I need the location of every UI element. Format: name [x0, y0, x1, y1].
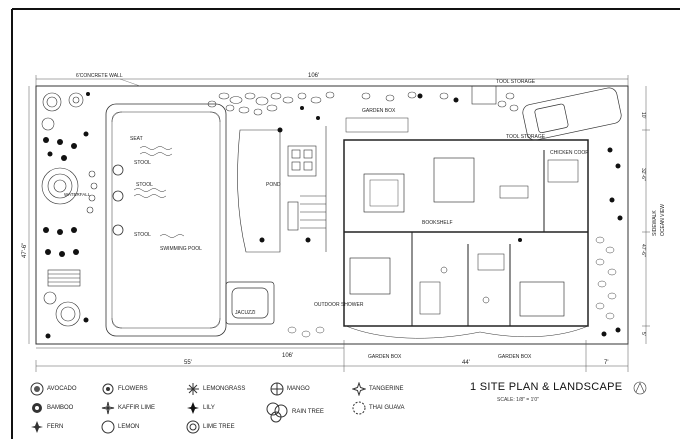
bottom-dimension-mid: 44' [462, 360, 470, 366]
legend-item-lily: LILY [186, 401, 215, 415]
top-dimension-label: 106' [308, 73, 319, 79]
right-shrubs [259, 93, 623, 337]
right-dimension-3: 47'-6" [640, 244, 646, 257]
garden-box-bottom-label-1: GARDEN BOX [368, 354, 402, 360]
legend-label: TANGERINE [369, 386, 404, 392]
bottom-dimension-left: 55' [184, 360, 192, 366]
sheet-border [11, 8, 680, 439]
outdoor-shower-label: OUTDOOR SHOWER [314, 302, 364, 308]
legend-label: LEMON [118, 424, 140, 430]
tool-storage-top-label: TOOL STORAGE [496, 79, 536, 85]
legend-item-mango: MANGO [270, 382, 310, 396]
mango-icon [270, 382, 284, 396]
legend-item-rain-tree: RAIN TREE [265, 401, 324, 423]
tangerine-icon [352, 382, 366, 396]
rain-tree-icon [266, 402, 288, 423]
legend-label: FLOWERS [118, 386, 148, 392]
lemongrass-icon [187, 383, 199, 395]
garden-box-top-label: GARDEN BOX [362, 108, 396, 114]
property-boundary [35, 85, 629, 345]
right-stones [287, 236, 617, 338]
house [343, 139, 589, 327]
ocean-view-label: OCEAN VIEW [660, 204, 666, 236]
lily-icon [187, 402, 199, 414]
legend-label: KAFFIR LIME [118, 405, 156, 411]
jacuzzi [225, 281, 275, 325]
right-dimension-4: 5' [640, 332, 646, 336]
legend-label: FERN [47, 424, 64, 430]
legend-item-flowers: FLOWERS [101, 382, 148, 396]
chicken-coop-label: CHICKEN COOP [550, 150, 589, 156]
right-dimension-2: 32'-6" [640, 168, 646, 181]
top-dimension [35, 75, 629, 86]
tool-storage-mid-label: TOOL STORAGE [506, 134, 546, 140]
legend-item-lemongrass: LEMONGRASS [186, 382, 245, 396]
legend-label: LILY [203, 405, 215, 411]
legend-label: AVOCADO [47, 386, 77, 392]
legend-label: LIME TREE [203, 424, 235, 430]
legend-item-lemon: LEMON [101, 420, 139, 434]
wall-label: 6'CONCRETE WALL [76, 73, 123, 79]
left-dimension-label: 47'-6" [22, 243, 28, 258]
jacuzzi-label: JACUZZI [235, 310, 256, 316]
legend-label: BAMBOO [47, 405, 74, 411]
legend-item-thai-guava: THAI GUAVA [352, 401, 404, 415]
stone-path [207, 91, 519, 116]
garden-box-bottom-label-2: GARDEN BOX [498, 354, 532, 360]
left-garden [41, 92, 98, 327]
legend-item-tangerine: TANGERINE [352, 382, 404, 396]
sidewalk-label: SIDEWALK [652, 210, 658, 236]
seat-label: SEAT [130, 136, 143, 142]
bottom-dimension [35, 340, 629, 372]
legend-item-kaffir-lime: KAFFIR LIME [101, 401, 155, 415]
car [522, 87, 622, 141]
right-dimension [642, 86, 650, 344]
swimming-pool [105, 103, 227, 337]
bottom-dimension-inner: 106' [282, 353, 293, 359]
drawing-title: 1 SITE PLAN & LANDSCAPE [470, 381, 623, 393]
legend-label: THAI GUAVA [369, 405, 405, 411]
pond [237, 126, 327, 253]
legend-label: LEMONGRASS [203, 386, 246, 392]
waterfall-label: WATERFALL [64, 192, 91, 197]
legend-item-lime-tree: LIME TREE [186, 420, 235, 434]
tool-storage-box [471, 85, 497, 105]
legend-item-avocado: AVOCADO [30, 382, 77, 396]
stool-label-2: STOOL [136, 182, 153, 188]
lemon-icon [101, 420, 115, 434]
kaffir-lime-icon [101, 401, 115, 415]
compass-icon [633, 381, 647, 395]
shrubs-left [43, 92, 90, 339]
legend-label: MANGO [287, 386, 310, 392]
legend-item-bamboo: BAMBOO [30, 401, 73, 415]
flowers-icon [102, 383, 114, 395]
legend-label: RAIN TREE [292, 409, 324, 415]
avocado-icon [30, 382, 44, 396]
drawing-scale: SCALE: 1/8" = 1'0" [497, 397, 539, 403]
bottom-dimension-right: 7' [604, 360, 608, 366]
right-dimension-1: 10' [640, 112, 646, 119]
fern-icon [31, 421, 43, 433]
legend-item-fern: FERN [30, 420, 63, 434]
thai-guava-icon [352, 401, 366, 415]
stool-label-1: STOOL [134, 160, 151, 166]
bamboo-icon [32, 403, 42, 413]
garden-boxes [345, 117, 589, 339]
swimming-pool-label: SWIMMING POOL [160, 246, 202, 252]
bookshelf-label: BOOKSHELF [422, 220, 453, 226]
pond-label: POND [266, 182, 281, 188]
stool-label-3: STOOL [134, 232, 151, 238]
lime-tree-icon [186, 420, 200, 434]
